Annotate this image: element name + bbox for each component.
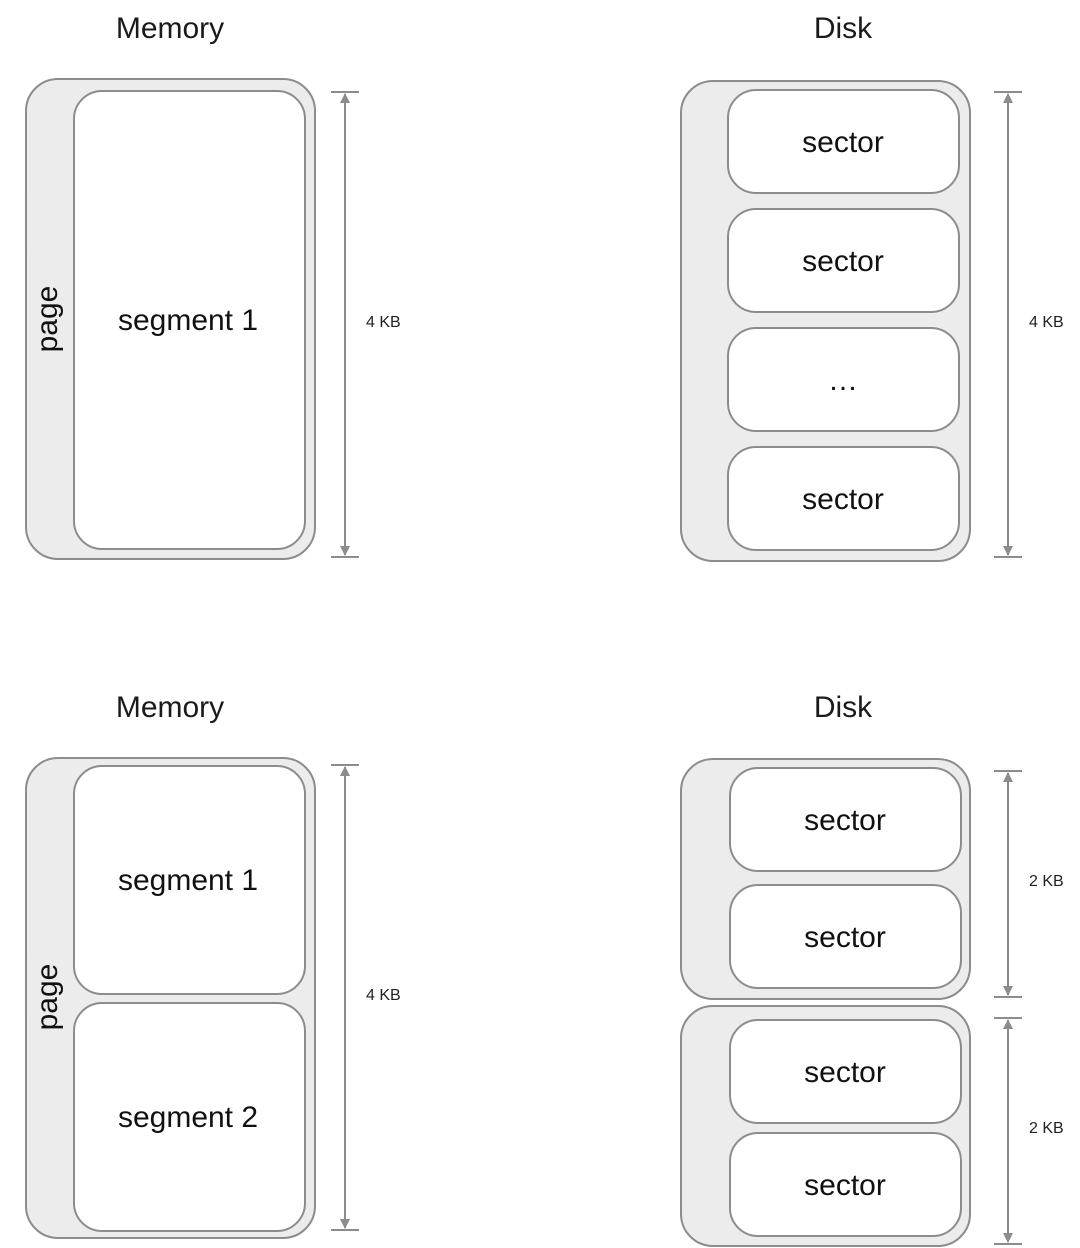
bottom-memory-segment-label: segment 2 xyxy=(118,1101,258,1134)
top-memory-size-label: 4 KB xyxy=(366,314,401,331)
top-disk-sector-label: sector xyxy=(802,126,884,159)
top-disk-sector-label: sector xyxy=(802,245,884,278)
top-disk-sector-box xyxy=(727,208,960,313)
bottom-disk-group1-size-label: 2 KB xyxy=(1029,873,1064,890)
top-memory-title: Memory xyxy=(116,12,224,45)
top-memory-segment-box xyxy=(73,90,306,550)
bottom-disk-sector-box xyxy=(729,1019,962,1124)
bottom-memory-diagram: Memory page segment 1 segment 2 4 KB xyxy=(25,691,401,1239)
bottom-disk-sector-box xyxy=(729,1132,962,1237)
bottom-disk-sector-label: sector xyxy=(804,1169,886,1202)
bottom-memory-title: Memory xyxy=(116,691,224,724)
bottom-disk-sector-label: sector xyxy=(804,921,886,954)
bottom-disk-diagram: Disk sector sector sector sector 2 KB 2 … xyxy=(680,691,1064,1247)
top-disk-sector-box xyxy=(727,89,960,194)
bottom-disk-sector-box xyxy=(729,767,962,872)
bottom-disk-sector-label: sector xyxy=(804,804,886,837)
top-disk-ellipsis-box xyxy=(727,327,960,432)
top-memory-page-label: page xyxy=(31,286,64,353)
bottom-memory-size-label: 4 KB xyxy=(366,987,401,1004)
bottom-disk-group2-size-label: 2 KB xyxy=(1029,1120,1064,1137)
top-disk-diagram: Disk sector sector … sector 4 KB xyxy=(680,12,1064,562)
top-disk-ellipsis-label: … xyxy=(828,364,858,397)
top-memory-diagram: Memory page segment 1 4 KB xyxy=(25,12,401,560)
top-disk-title: Disk xyxy=(814,12,873,45)
bottom-disk-sector-label: sector xyxy=(804,1056,886,1089)
top-disk-size-label: 4 KB xyxy=(1029,314,1064,331)
bottom-memory-page-label: page xyxy=(31,964,64,1031)
top-disk-sector-box xyxy=(727,446,960,551)
top-disk-container xyxy=(680,80,971,562)
bottom-disk-title: Disk xyxy=(814,691,873,724)
bottom-memory-segment-box xyxy=(73,765,306,995)
bottom-disk-sector-box xyxy=(729,884,962,989)
top-memory-segment-label: segment 1 xyxy=(118,304,258,337)
top-disk-sector-label: sector xyxy=(802,483,884,516)
bottom-memory-segment-label: segment 1 xyxy=(118,864,258,897)
bottom-memory-segment-box xyxy=(73,1002,306,1232)
